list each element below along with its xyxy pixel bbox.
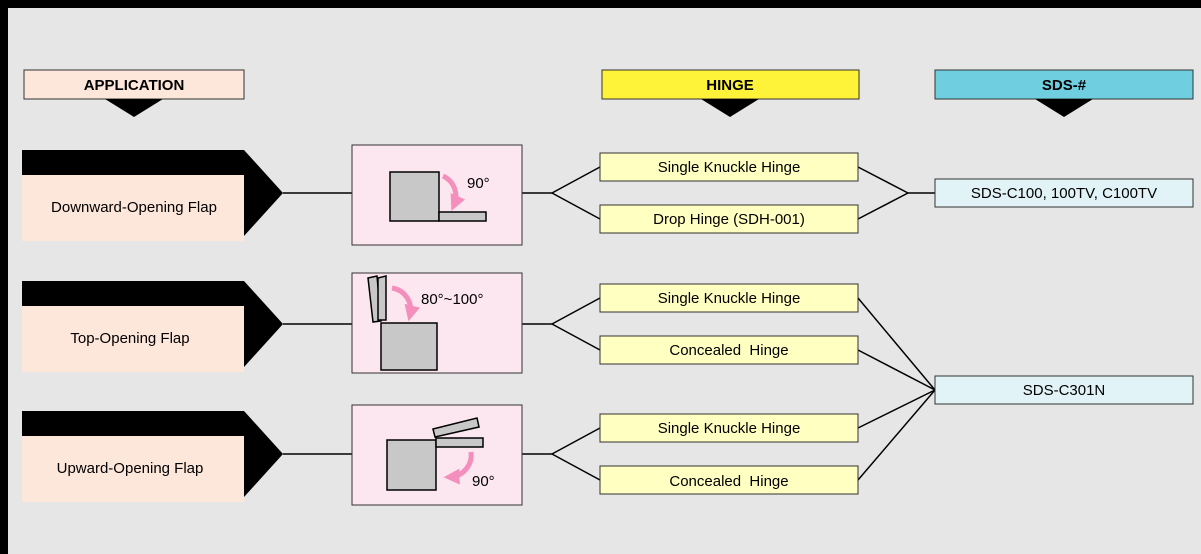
angle-label: 80°~100° (421, 291, 483, 308)
application-box (22, 306, 244, 372)
hinge-option: Concealed Hinge (599, 335, 859, 365)
hinge-label: Concealed Hinge (669, 473, 788, 490)
sds-model: SDS-C301N (934, 375, 1194, 405)
application-header: APPLICATION (23, 69, 245, 117)
angle-label: 90° (467, 175, 490, 192)
sds-model-label: SDS-C100, 100TV, C100TV (971, 185, 1157, 202)
application-header-pointer (105, 99, 163, 117)
sds-header: SDS-# (934, 69, 1194, 117)
application-row-downward: Downward-Opening Flap (22, 150, 283, 241)
application-row-top: Top-Opening Flap (22, 281, 283, 372)
angle-label: 90° (472, 473, 495, 490)
application-label: Upward-Opening Flap (57, 460, 204, 477)
application-box (22, 175, 244, 241)
flap-icon (377, 275, 387, 321)
hinge-label: Drop Hinge (SDH-001) (653, 211, 805, 228)
application-box (22, 436, 244, 502)
hinge-header: HINGE (601, 69, 860, 117)
cabinet-icon (380, 322, 438, 371)
hinge-option: Single Knuckle Hinge (599, 152, 859, 182)
flap-icon (435, 437, 484, 448)
hinge-label: Single Knuckle Hinge (658, 420, 801, 437)
rotation-arrow-icon (443, 451, 474, 485)
application-label: Top-Opening Flap (70, 330, 189, 347)
hinge-label: Single Knuckle Hinge (658, 290, 801, 307)
illustration-downward-flap: 90° (351, 144, 523, 246)
application-row-upward: Upward-Opening Flap (22, 411, 283, 502)
cabinet-icon (386, 439, 437, 491)
flap-icon (438, 211, 487, 222)
hinge-option: Drop Hinge (SDH-001) (599, 204, 859, 234)
sds-header-label: SDS-# (1042, 77, 1087, 94)
hinge-label: Single Knuckle Hinge (658, 159, 801, 176)
rotation-arrow-icon (391, 285, 421, 322)
application-header-label: APPLICATION (84, 77, 185, 94)
sds-header-pointer (1035, 99, 1093, 117)
hinge-option: Single Knuckle Hinge (599, 413, 859, 443)
illustration-upward-flap: 90° (351, 404, 523, 506)
application-label: Downward-Opening Flap (51, 199, 217, 216)
cabinet-icon (389, 171, 440, 222)
hinge-option: Single Knuckle Hinge (599, 283, 859, 313)
hinge-label: Concealed Hinge (669, 342, 788, 359)
flap-icon (432, 417, 480, 438)
hinge-header-label: HINGE (706, 77, 754, 94)
hinge-header-pointer (701, 99, 759, 117)
sds-model: SDS-C100, 100TV, C100TV (934, 178, 1194, 208)
rotation-arrow-icon (441, 173, 466, 211)
hinge-option: Concealed Hinge (599, 465, 859, 495)
illustration-top-flap: 80°~100° (351, 272, 523, 374)
connector-lines (283, 166, 936, 481)
sds-model-label: SDS-C301N (1023, 382, 1106, 399)
